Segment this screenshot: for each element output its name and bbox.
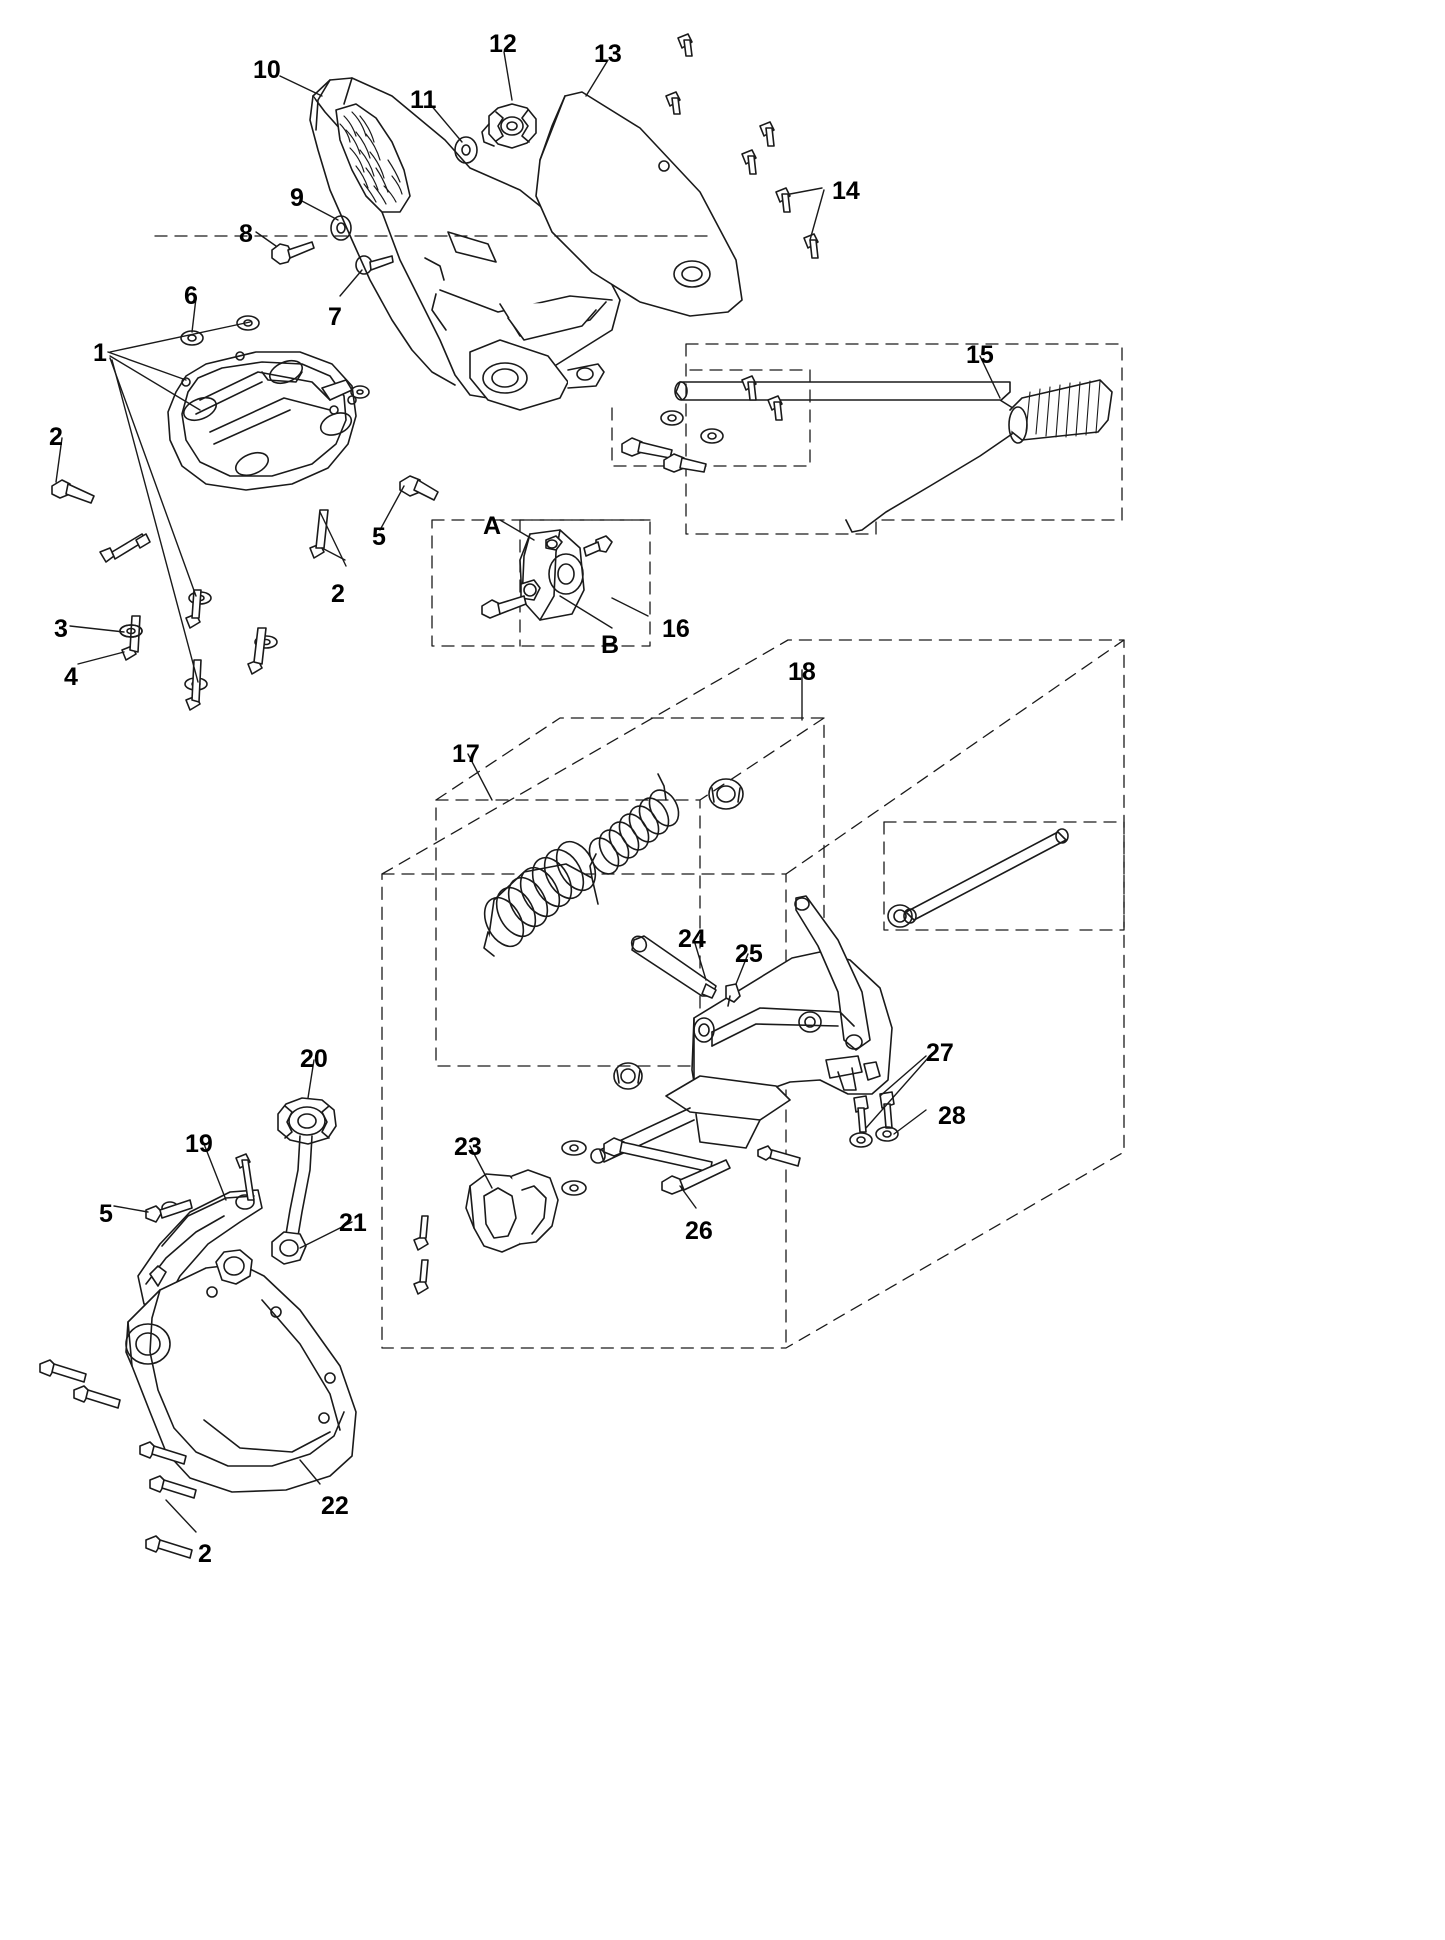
- callout-18: 18: [788, 658, 816, 686]
- callout-10: 10: [253, 56, 281, 84]
- callout-3: 3: [54, 615, 68, 643]
- callout-27: 27: [926, 1039, 954, 1067]
- dashed-box-15b: [883, 821, 1125, 931]
- fasteners-26-28: [561, 1091, 899, 1196]
- part-handlebar-15: [674, 379, 1113, 533]
- part-handle-body: [309, 77, 621, 411]
- callout-2-mid: 2: [331, 580, 345, 608]
- part-pin-24: [630, 935, 717, 999]
- callout-15: 15: [966, 341, 994, 369]
- part-brake-pads-23: [413, 1169, 559, 1295]
- part-springs-17: [483, 773, 680, 957]
- callout-16: 16: [662, 615, 690, 643]
- callout-21: 21: [339, 1209, 367, 1237]
- callout-9: 9: [290, 184, 304, 212]
- part-brake-lever: [590, 895, 893, 1164]
- callout-4: 4: [64, 663, 78, 691]
- part-washer-11: [454, 136, 478, 164]
- callout-2-left: 2: [49, 423, 63, 451]
- part-switch-16: [481, 529, 613, 621]
- callout-22: 22: [321, 1492, 349, 1520]
- part-knob-20: [271, 1097, 337, 1265]
- part-screw-5-lower: [145, 1153, 255, 1223]
- dashed-box-15: [685, 343, 1123, 535]
- part-washer-9: [330, 215, 352, 241]
- part-guard-13: [535, 91, 743, 317]
- callout-A: A: [483, 512, 502, 540]
- fasteners-cover-22: [39, 1359, 197, 1559]
- callout-13: 13: [594, 40, 622, 68]
- part-knob-12: [481, 103, 537, 149]
- part-screw-7: [355, 255, 394, 275]
- callout-14: 14: [832, 177, 860, 205]
- leader-lines: [55, 51, 1001, 1533]
- part-base-frame-1: [167, 351, 357, 491]
- callout-6: 6: [184, 282, 198, 310]
- callout-20: 20: [300, 1045, 328, 1073]
- callout-28: 28: [938, 1102, 966, 1130]
- callout-23: 23: [454, 1133, 482, 1161]
- callout-5-upper: 5: [372, 523, 386, 551]
- callout-11: 11: [410, 86, 437, 114]
- part-bracket-19: [137, 1189, 263, 1307]
- callout-5-lower: 5: [99, 1200, 113, 1228]
- callout-17: 17: [452, 740, 480, 768]
- callout-12: 12: [489, 30, 517, 58]
- callout-B: B: [601, 631, 620, 659]
- part-rod-right: [887, 828, 1069, 928]
- part-clip-25: [725, 983, 741, 1007]
- dashed-box-16: [431, 519, 651, 647]
- callout-26: 26: [685, 1217, 713, 1245]
- callout-8: 8: [239, 220, 253, 248]
- fasteners-14: [621, 33, 819, 473]
- callout-7: 7: [328, 303, 342, 331]
- callout-25: 25: [735, 940, 763, 968]
- callout-1: 1: [93, 339, 107, 367]
- dashed-box-18: [381, 639, 1125, 1349]
- callout-24: 24: [678, 925, 706, 953]
- part-cover-22: [125, 1249, 357, 1493]
- part-bolt-8: [271, 241, 315, 265]
- callout-2-lower: 2: [198, 1540, 212, 1568]
- part-bushing-top: [708, 778, 744, 810]
- callout-19: 19: [185, 1130, 213, 1158]
- part-bushing-lower: [613, 1062, 643, 1090]
